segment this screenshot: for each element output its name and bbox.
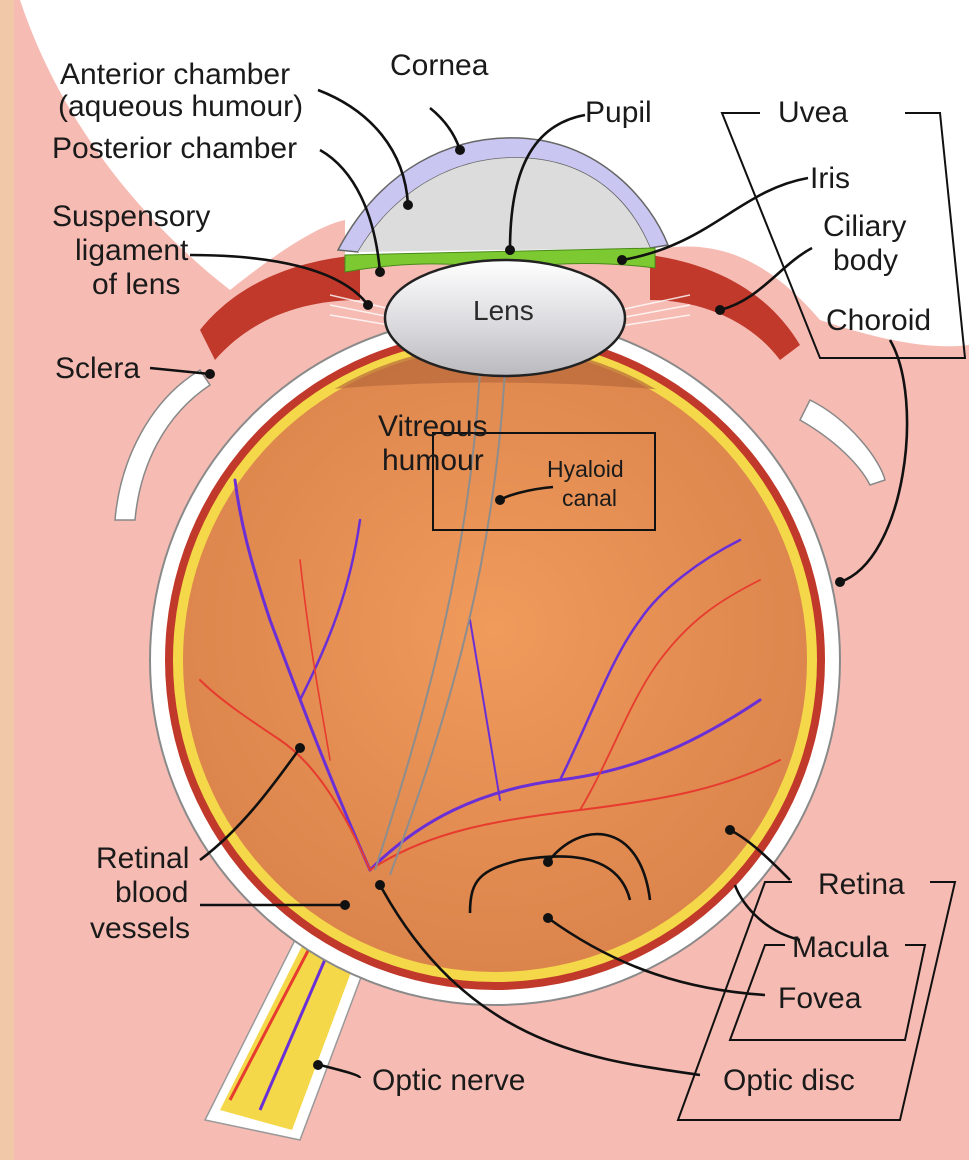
vitreous-shape: [183, 348, 807, 972]
label-uvea: Uvea: [778, 96, 848, 129]
label-ciliary-body: body: [833, 244, 898, 277]
label-sclera: Sclera: [55, 352, 140, 385]
label-posterior-chamber: Posterior chamber: [52, 132, 297, 165]
label-ligament: ligament: [75, 234, 189, 267]
label-blood: blood: [115, 876, 188, 909]
label-hyaloid: Hyaloid: [547, 456, 624, 482]
label-fovea: Fovea: [778, 982, 862, 1015]
label-aqueous-humour: (aqueous humour): [58, 90, 303, 123]
label-of-lens: of lens: [92, 268, 180, 301]
label-vessels: vessels: [90, 912, 190, 945]
label-anterior-chamber: Anterior chamber: [60, 58, 290, 91]
label-iris: Iris: [810, 162, 850, 195]
label-vitreous-humour: humour: [382, 444, 484, 477]
label-macula: Macula: [792, 931, 889, 964]
label-lens: Lens: [473, 295, 534, 326]
label-optic-nerve: Optic nerve: [372, 1064, 525, 1097]
label-hyaloid-canal: canal: [562, 485, 617, 511]
label-retinal: Retinal: [96, 842, 189, 875]
label-pupil: Pupil: [585, 96, 652, 129]
label-cornea: Cornea: [390, 49, 489, 82]
label-optic-disc: Optic disc: [723, 1064, 855, 1097]
label-choroid: Choroid: [826, 304, 931, 337]
label-ciliary: Ciliary: [823, 210, 906, 243]
label-retina: Retina: [818, 868, 905, 901]
label-suspensory: Suspensory: [52, 200, 210, 233]
label-vitreous: Vitreous: [378, 410, 488, 443]
skin-edge-left: [0, 0, 14, 1160]
